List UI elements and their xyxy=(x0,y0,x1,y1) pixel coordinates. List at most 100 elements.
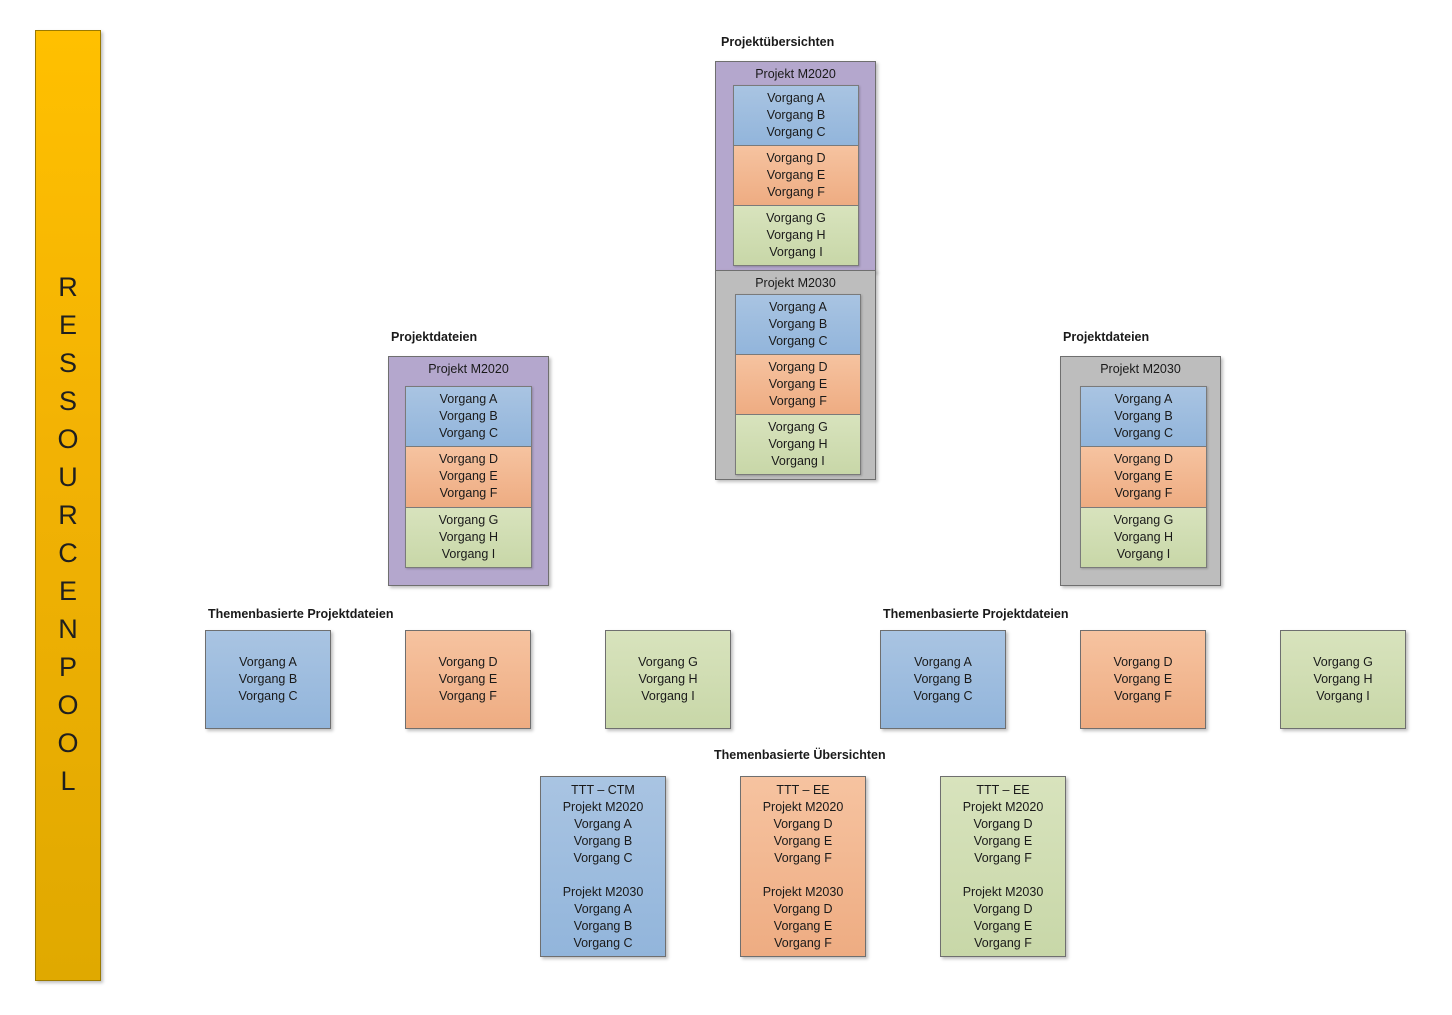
vorgang-label: Vorgang E xyxy=(438,672,498,686)
summary-title: TTT – EE xyxy=(976,782,1030,797)
summary-title: TTT – CTM xyxy=(571,782,635,797)
vorgang-label: Vorgang D xyxy=(768,360,828,374)
vorgang-label: Vorgang H xyxy=(1313,672,1373,686)
ressourcenpool-letter: O xyxy=(57,690,79,720)
vorgang-label: Vorgang C xyxy=(438,426,499,441)
vorgang-label: Vorgang G xyxy=(1313,655,1373,669)
ressourcenpool-letter: L xyxy=(60,766,76,796)
vorgang-label: Vorgang A xyxy=(1114,392,1173,407)
heading-projektdateien-right: Projektdateien xyxy=(1063,330,1150,344)
ressourcenpool-letter: O xyxy=(57,728,79,758)
summary-project-label: Projekt M2030 xyxy=(762,884,844,899)
vorgang-group: Vorgang D Vorgang E Vorgang F xyxy=(405,447,532,508)
vorgang-label: Vorgang C xyxy=(766,125,826,139)
heading-projektuebersichten: Projektübersichten xyxy=(721,35,835,49)
vorgang-label: Vorgang F xyxy=(774,935,832,950)
files-project-m2030: Projekt M2030 Vorgang A Vorgang B Vorgang … xyxy=(1060,356,1221,586)
overview-m2020-title: Projekt M2020 xyxy=(755,67,836,81)
heading-themen-uebersichten: Themenbasierte Übersichten xyxy=(714,748,886,762)
vorgang-label: Vorgang H xyxy=(438,529,499,544)
vorgang-label: Vorgang C xyxy=(573,935,633,950)
vorgang-label: Vorgang F xyxy=(439,486,498,501)
overview-m2020-stack: Vorgang A Vorgang B Vorgang C Vorgang D Vorg… xyxy=(733,85,859,266)
vorgang-label: Vorgang A xyxy=(574,816,632,831)
summary-project-label: Projekt M2030 xyxy=(562,884,644,899)
vorgang-label: Vorgang C xyxy=(573,850,633,865)
vorgang-label: Vorgang A xyxy=(914,655,972,669)
vorgang-label: Vorgang F xyxy=(769,394,827,408)
vorgang-label: Vorgang G xyxy=(768,420,828,434)
files-m2030-title: Projekt M2030 xyxy=(1100,362,1181,376)
ressourcenpool-letter: E xyxy=(58,310,77,340)
vorgang-label: Vorgang B xyxy=(766,108,826,122)
vorgang-label: Vorgang A xyxy=(767,91,825,105)
vorgang-label: Vorgang E xyxy=(973,918,1033,933)
vorgang-label: Vorgang H xyxy=(766,228,826,242)
vorgang-label: Vorgang D xyxy=(973,901,1033,916)
vorgang-label: Vorgang E xyxy=(1113,672,1173,686)
heading-themen-dateien-left: Themenbasierte Projektdateien xyxy=(208,607,394,621)
vorgang-label: Vorgang D xyxy=(773,816,833,831)
vorgang-label: Vorgang B xyxy=(768,317,828,331)
vorgang-label: Vorgang F xyxy=(774,850,832,865)
ressourcenpool-letter: S xyxy=(58,348,77,378)
vorgang-label: Vorgang H xyxy=(638,672,698,686)
vorgang-label: Vorgang A xyxy=(574,901,632,916)
vorgang-label: Vorgang G xyxy=(438,512,499,527)
vorgang-label: Vorgang I xyxy=(771,454,825,468)
ressourcenpool-letter: U xyxy=(58,462,78,492)
vorgang-group: Vorgang G Vorgang H Vorgang I xyxy=(735,415,861,475)
themen-right-box-def: Vorgang D Vorgang E Vorgang F xyxy=(1080,630,1206,729)
vorgang-label: Vorgang D xyxy=(766,151,826,165)
vorgang-label: Vorgang A xyxy=(239,655,297,669)
vorgang-label: Vorgang F xyxy=(1114,689,1172,703)
vorgang-label: Vorgang B xyxy=(1114,409,1173,424)
vorgang-label: Vorgang G xyxy=(638,655,698,669)
ressourcenpool-letter: R xyxy=(58,500,78,530)
vorgang-label: Vorgang E xyxy=(766,168,826,182)
ressourcenpool-letter: O xyxy=(57,424,79,454)
heading-themen-dateien-right: Themenbasierte Projektdateien xyxy=(883,607,1069,621)
vorgang-label: Vorgang E xyxy=(973,833,1033,848)
vorgang-label: Vorgang B xyxy=(238,672,298,686)
vorgang-label: Vorgang H xyxy=(768,437,828,451)
vorgang-label: Vorgang C xyxy=(238,689,298,703)
vorgang-label: Vorgang I xyxy=(1316,689,1370,703)
vorgang-label: Vorgang E xyxy=(773,918,833,933)
heading-projektdateien-left: Projektdateien xyxy=(391,330,478,344)
vorgang-group: Vorgang G Vorgang H Vorgang I xyxy=(405,507,532,568)
vorgang-label: Vorgang D xyxy=(438,452,499,467)
vorgang-label: Vorgang D xyxy=(1113,452,1174,467)
vorgang-label: Vorgang B xyxy=(573,918,633,933)
themen-left-box-abc: Vorgang A Vorgang B Vorgang C xyxy=(205,630,331,729)
ressourcenpool-letter: E xyxy=(58,576,77,606)
vorgang-label: Vorgang A xyxy=(769,300,827,314)
vorgang-label: Vorgang G xyxy=(1113,512,1174,527)
vorgang-label: Vorgang D xyxy=(1113,655,1173,669)
ressourcenpool-letter: C xyxy=(58,538,78,568)
vorgang-label: Vorgang A xyxy=(439,392,498,407)
vorgang-group: Vorgang A Vorgang B Vorgang C xyxy=(733,85,859,146)
vorgang-label: Vorgang B xyxy=(439,409,498,424)
vorgang-label: Vorgang E xyxy=(1114,469,1173,484)
vorgang-label: Vorgang I xyxy=(769,245,823,259)
vorgang-label: Vorgang I xyxy=(441,546,496,561)
vorgang-label: Vorgang E xyxy=(439,469,498,484)
vorgang-label: Vorgang F xyxy=(974,935,1032,950)
vorgang-label: Vorgang D xyxy=(973,816,1033,831)
vorgang-label: Vorgang F xyxy=(439,689,497,703)
